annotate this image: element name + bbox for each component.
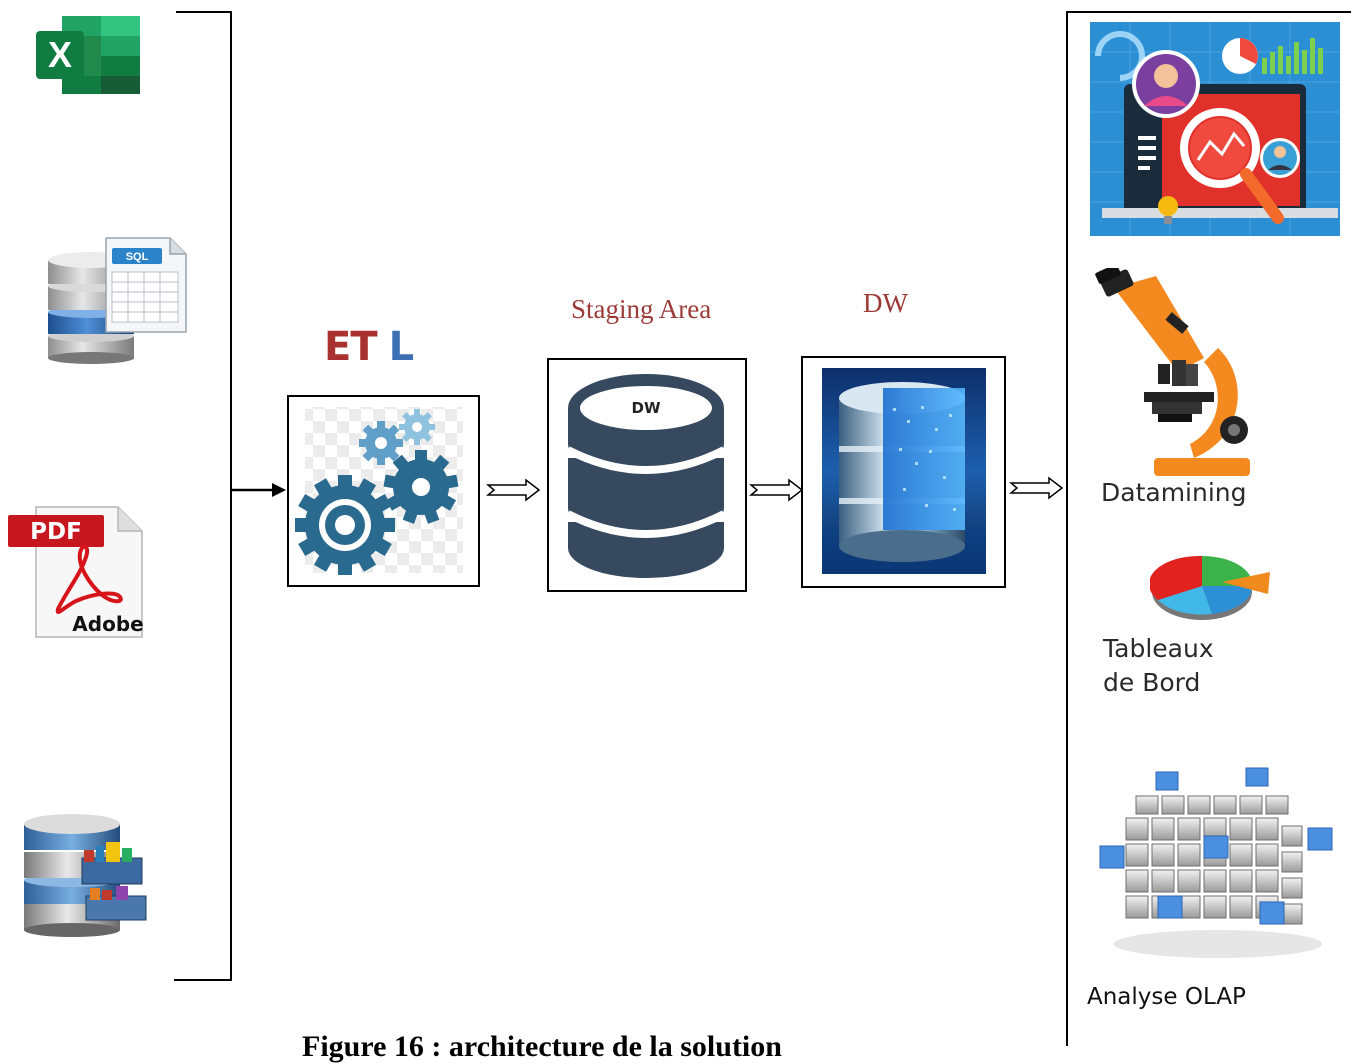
outputs-bracket-top bbox=[1066, 11, 1351, 13]
adobe-label: Adobe bbox=[72, 612, 143, 636]
pdf-badge: PDF bbox=[30, 519, 82, 545]
data-warehouse-icon bbox=[822, 368, 986, 574]
arrow-dw-to-outputs bbox=[1009, 476, 1065, 500]
database-icon: DW bbox=[566, 374, 726, 578]
microscope-icon bbox=[1094, 268, 1254, 482]
pdf-file-icon: PDF Adobe bbox=[6, 505, 146, 641]
gears-icon bbox=[295, 407, 463, 575]
arrow-sources-to-etl bbox=[230, 480, 288, 500]
outputs-bracket-vertical bbox=[1066, 11, 1068, 1046]
dw-box bbox=[801, 356, 1006, 588]
staging-area-label: Staging Area bbox=[571, 294, 712, 324]
staging-area-box: DW bbox=[547, 358, 747, 592]
analyse-olap-label: Analyse OLAP bbox=[1087, 984, 1246, 1010]
arrow-etl-to-staging bbox=[486, 478, 542, 502]
dw-label: DW bbox=[863, 288, 908, 318]
figure-caption: Figure 16 : architecture de la solution bbox=[302, 1030, 782, 1063]
etl-title-et: ET bbox=[324, 324, 378, 370]
sql-database-icon: SQL bbox=[44, 236, 188, 364]
excel-icon: X bbox=[36, 14, 142, 96]
archive-database-icon bbox=[20, 800, 154, 940]
staging-db-label: DW bbox=[632, 399, 661, 417]
etl-box bbox=[287, 395, 480, 587]
sources-bracket-bottom bbox=[174, 979, 232, 981]
sources-bracket-top bbox=[176, 11, 232, 13]
olap-cube-icon bbox=[1096, 766, 1336, 962]
excel-letter: X bbox=[48, 34, 72, 75]
analytics-dashboard-icon bbox=[1090, 22, 1340, 236]
arrow-staging-to-dw bbox=[749, 478, 805, 502]
datamining-label: Datamining bbox=[1101, 478, 1247, 507]
sources-bracket-vertical bbox=[230, 11, 232, 981]
tableaux-label-line1: Tableaux bbox=[1103, 634, 1214, 663]
pie-chart-icon bbox=[1150, 548, 1274, 622]
etl-title-l: L bbox=[388, 324, 414, 370]
tableaux-label-line2: de Bord bbox=[1103, 668, 1201, 697]
sql-badge: SQL bbox=[126, 251, 149, 263]
